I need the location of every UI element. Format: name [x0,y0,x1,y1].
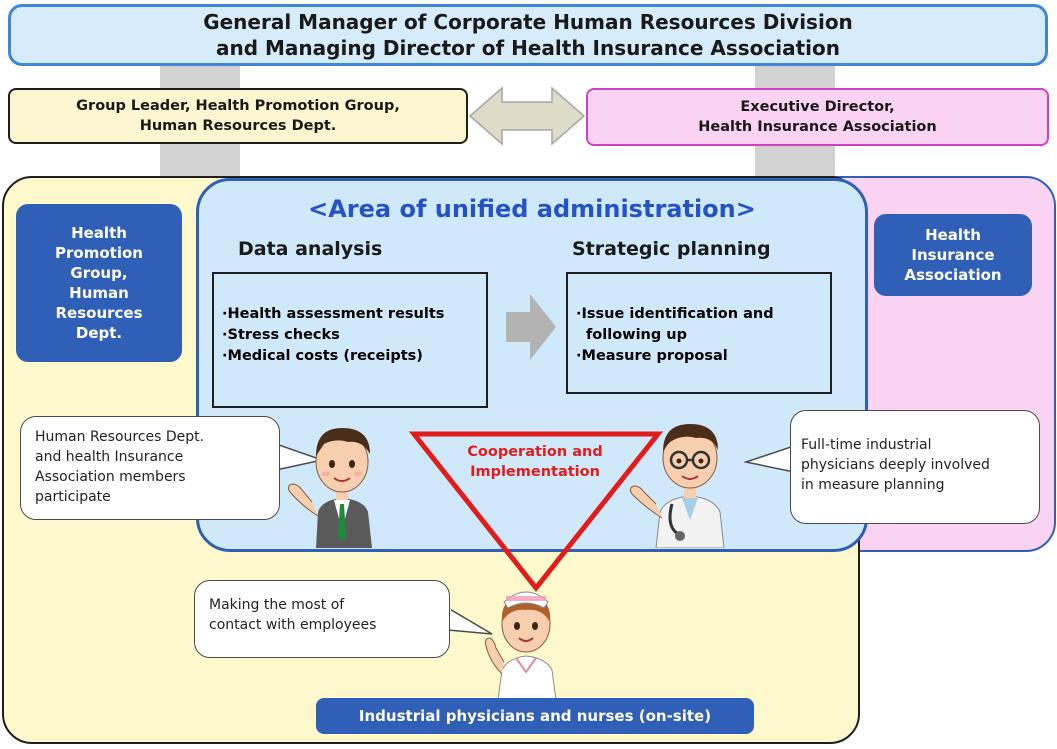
cooperation-line1: Cooperation and [467,444,603,460]
left-label-line: Promotion [55,244,143,262]
physician-speech-bubble: Full-time industrial physicians deeply i… [790,410,1040,524]
hr-bubble-line: Human Resources Dept. [35,429,205,445]
left-label-line: Health [71,224,127,242]
right-label-line: Health [925,226,981,244]
executive-director-line2: Health Insurance Association [698,119,937,135]
cooperation-triangle-icon [408,431,664,593]
hr-bubble-line: Association members [35,469,186,485]
industrial-physicians-label: Industrial physicians and nurses (on-sit… [316,698,754,734]
left-label-line: Group, [70,264,128,282]
general-manager-line1: General Manager of Corporate Human Resou… [203,10,853,34]
strategic-planning-item: ·Measure proposal [576,348,728,364]
cooperation-label: Cooperation and Implementation [430,440,640,484]
physician-bubble-tail [744,445,794,473]
executive-director-line1: Executive Director, [740,99,895,115]
businessman-icon [287,428,372,548]
hr-bubble-line: and health Insurance [35,449,184,465]
unified-area-title: <Area of unified administration> [308,195,756,223]
nurse-bubble-line: Making the most of [209,597,345,613]
right-label-line: Insurance [911,246,995,264]
group-leader-box: Group Leader, Health Promotion Group, Hu… [8,88,468,144]
strategic-planning-box: ·Issue identification and following up ·… [566,272,832,394]
cooperation-line2: Implementation [470,464,600,480]
right-arrow-icon [506,294,556,360]
nurse-icon [485,591,557,700]
nurse-speech-bubble: Making the most of contact with employee… [194,580,450,658]
left-label-line: Human [69,284,129,302]
health-insurance-association-label: Health Insurance Association [874,214,1032,296]
group-leader-line2: Human Resources Dept. [139,118,337,134]
right-label-line: Association [904,266,1002,284]
left-label-line: Resources [55,304,143,322]
strategic-planning-item: following up [586,327,687,343]
general-manager-line2: and Managing Director of Health Insuranc… [216,36,840,60]
physician-bubble-line: in measure planning [801,477,945,493]
strategic-planning-item: ·Issue identification and [576,306,774,322]
strategic-planning-heading: Strategic planning [572,238,771,260]
physician-icon [629,424,725,548]
data-analysis-heading: Data analysis [238,238,383,260]
nurse-bubble-line: contact with employees [209,617,377,633]
hr-bubble-line: participate [35,489,111,505]
left-label-line: Dept. [75,324,123,342]
data-analysis-item: ·Medical costs (receipts) [222,348,423,364]
executive-director-box: Executive Director, Health Insurance Ass… [586,88,1049,146]
data-analysis-box: ·Health assessment results ·Stress check… [212,272,488,408]
data-analysis-item: ·Health assessment results [222,306,445,322]
double-arrow-icon [468,86,586,146]
physician-bubble-line: physicians deeply involved [801,457,990,473]
data-analysis-item: ·Stress checks [222,327,340,343]
health-promotion-group-label: Health Promotion Group, Human Resources … [16,204,182,362]
general-manager-box: General Manager of Corporate Human Resou… [8,4,1048,66]
physician-bubble-line: Full-time industrial [801,437,932,453]
hr-speech-bubble: Human Resources Dept. and health Insuran… [20,416,280,520]
group-leader-line1: Group Leader, Health Promotion Group, [76,98,400,114]
